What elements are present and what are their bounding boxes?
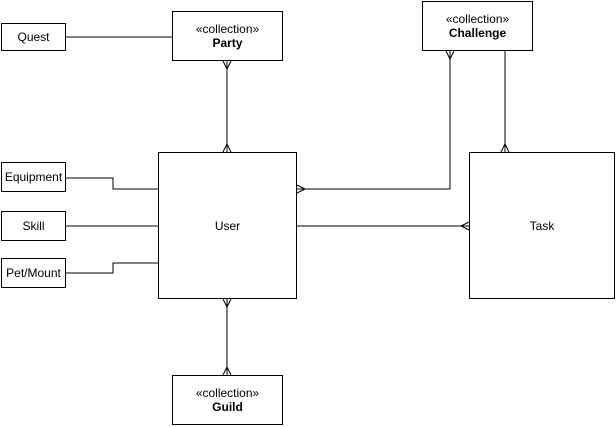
node-skill-label: Skill	[22, 219, 45, 233]
many-end-marker	[445, 50, 455, 61]
many-end-marker	[500, 142, 510, 153]
node-task: Task	[469, 152, 615, 299]
many-end-marker	[222, 60, 232, 71]
node-skill: Skill	[1, 211, 66, 241]
connector-line	[66, 262, 158, 274]
node-challenge: «collection» Challenge	[422, 1, 533, 51]
node-task-label: Task	[529, 218, 555, 233]
node-equipment-label: Equipment	[4, 170, 63, 184]
node-party-stereotype: «collection»	[195, 22, 260, 36]
connector-line	[297, 51, 451, 190]
connector-line	[66, 177, 158, 190]
many-end-marker	[296, 184, 307, 194]
many-end-marker	[222, 365, 232, 376]
node-user: User	[158, 152, 297, 299]
many-end-marker	[459, 221, 470, 231]
node-party-label: Party	[212, 36, 243, 50]
node-equipment: Equipment	[1, 162, 66, 192]
node-guild-stereotype: «collection»	[195, 386, 260, 400]
node-petmount-label: Pet/Mount	[6, 266, 61, 280]
edge-equipment-user	[66, 177, 158, 190]
many-end-marker	[222, 142, 232, 153]
node-quest-label: Quest	[17, 30, 50, 44]
node-petmount: Pet/Mount	[1, 258, 66, 288]
node-challenge-label: Challenge	[448, 26, 507, 40]
edge-user-task	[297, 221, 470, 231]
node-quest: Quest	[1, 23, 66, 51]
edge-petmount-user	[66, 262, 158, 274]
node-challenge-stereotype: «collection»	[445, 12, 510, 26]
edge-user-guild	[222, 298, 232, 376]
edge-party-user	[222, 60, 232, 153]
node-user-label: User	[214, 218, 241, 233]
edge-user-challenge	[296, 50, 455, 194]
node-party: «collection» Party	[172, 11, 283, 61]
node-guild-label: Guild	[212, 400, 243, 414]
edge-challenge-task	[500, 51, 510, 153]
many-end-marker	[222, 298, 232, 309]
node-guild: «collection» Guild	[172, 375, 283, 425]
